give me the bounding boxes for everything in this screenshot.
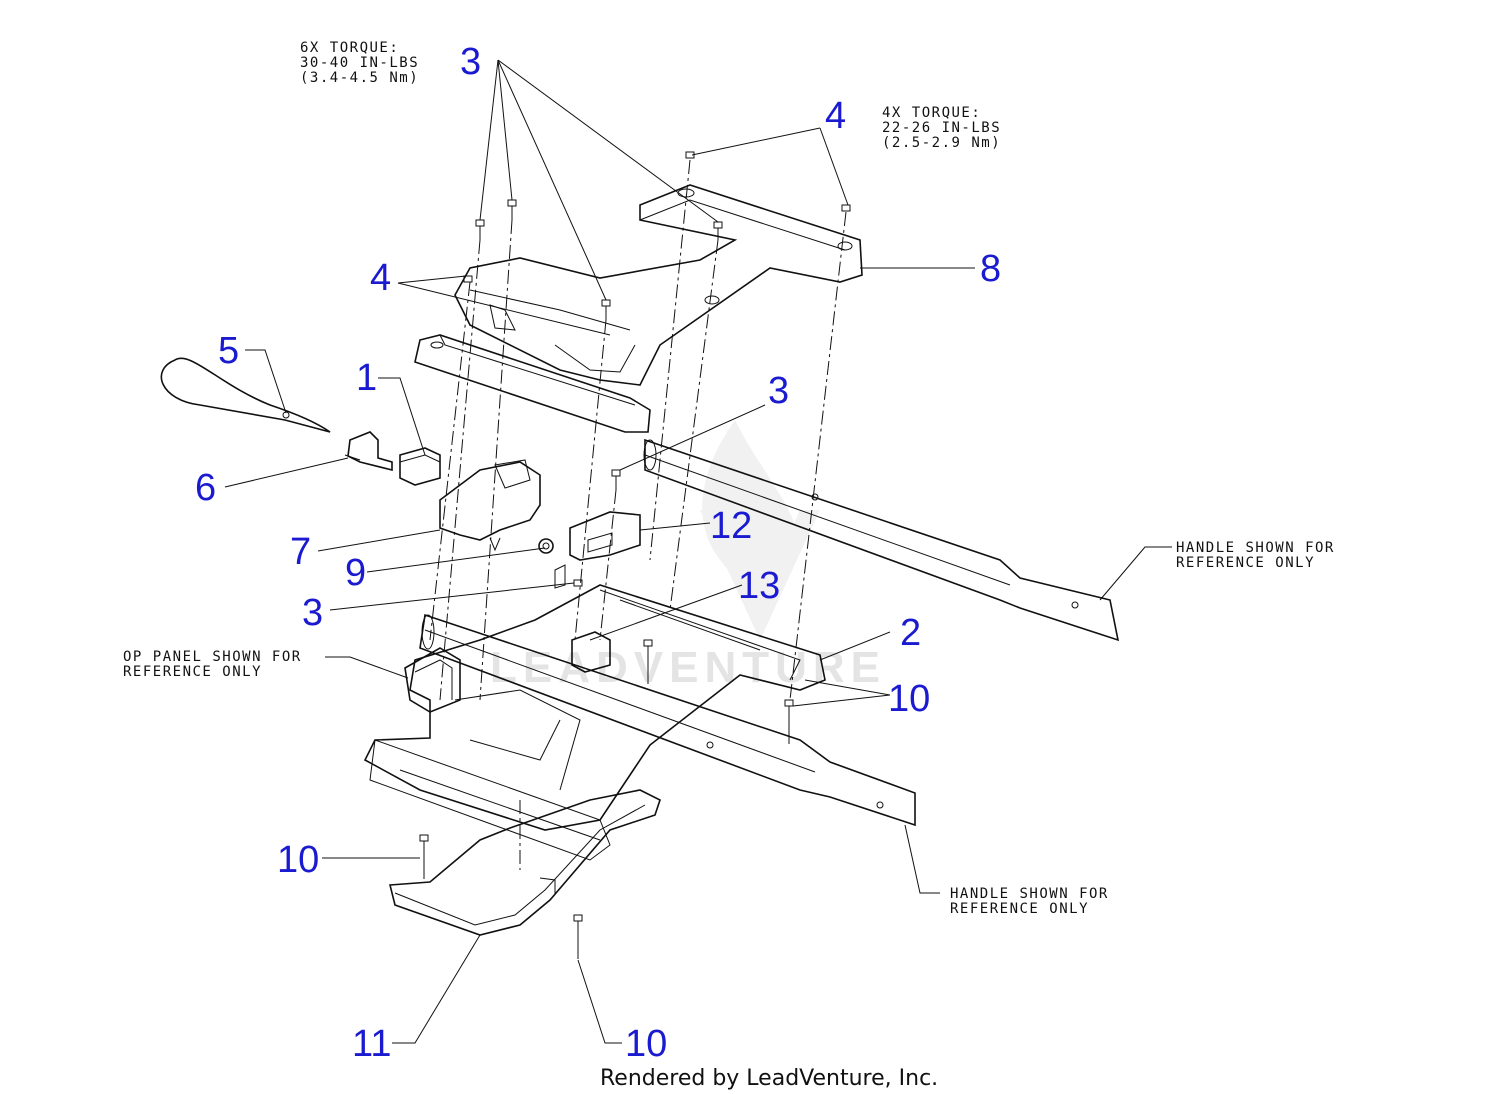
note-line: 4X TORQUE: — [882, 105, 981, 121]
note-line: (3.4-4.5 Nm) — [300, 70, 419, 86]
callout-10: 10 — [625, 1023, 667, 1065]
callout-9: 9 — [345, 552, 366, 594]
note-op-panel: OP PANEL SHOWN FOR REFERENCE ONLY — [123, 649, 302, 680]
note-line: (2.5-2.9 Nm) — [882, 135, 1001, 151]
note-line: REFERENCE ONLY — [1176, 555, 1315, 571]
callout-numbers: 3 4 4 8 5 1 3 6 12 7 9 3 13 2 10 10 11 1… — [195, 41, 1001, 1065]
safety-key-lanyard — [160, 357, 331, 433]
watermark-text: LEADVENTURE — [490, 643, 886, 692]
upper-handle — [643, 438, 1120, 642]
callout-11: 11 — [352, 1023, 391, 1065]
console-trim-piece — [414, 334, 651, 433]
note-line: 22-26 IN-LBS — [882, 120, 1001, 136]
callout-6: 6 — [195, 467, 216, 509]
callout-13: 13 — [738, 565, 780, 607]
callout-10: 10 — [888, 678, 930, 720]
credit-line: Rendered by LeadVenture, Inc. — [600, 1066, 938, 1091]
callout-5: 5 — [218, 330, 239, 372]
callout-10: 10 — [277, 839, 319, 881]
callout-3: 3 — [460, 41, 481, 83]
upper-console-cover — [454, 184, 863, 386]
wire-clip — [538, 538, 554, 554]
callout-3: 3 — [768, 370, 789, 412]
torque-note-4x: 4X TORQUE: 22-26 IN-LBS (2.5-2.9 Nm) — [882, 105, 1001, 151]
callout-4: 4 — [825, 95, 846, 137]
safety-key — [344, 431, 393, 472]
assembly-centerlines — [429, 159, 847, 870]
note-line: 6X TORQUE: — [300, 40, 399, 56]
note-line: 30-40 IN-LBS — [300, 55, 419, 71]
callout-8: 8 — [980, 248, 1001, 290]
note-line: REFERENCE ONLY — [950, 901, 1089, 917]
op-panel-reference — [404, 647, 461, 713]
switch-module — [571, 631, 611, 673]
mount-bracket — [554, 511, 641, 589]
callout-7: 7 — [290, 531, 311, 573]
note-line: REFERENCE ONLY — [123, 664, 262, 680]
torque-note-6x: 6X TORQUE: 30-40 IN-LBS (3.4-4.5 Nm) — [300, 40, 419, 86]
switch-bracket — [439, 459, 541, 552]
note-handle-bottom: HANDLE SHOWN FOR REFERENCE ONLY — [950, 886, 1109, 917]
leader-lines — [224, 59, 1172, 1044]
fasteners — [419, 151, 851, 959]
callout-2: 2 — [900, 612, 921, 654]
callout-1: 1 — [356, 357, 377, 399]
key-switch — [399, 447, 441, 486]
note-line: HANDLE SHOWN FOR — [950, 886, 1109, 902]
note-line: HANDLE SHOWN FOR — [1176, 540, 1335, 556]
note-line: OP PANEL SHOWN FOR — [123, 649, 302, 665]
bail-handle — [388, 789, 661, 936]
callout-3: 3 — [302, 592, 323, 634]
lower-handle — [419, 613, 916, 827]
base-housing — [363, 584, 826, 861]
callout-12: 12 — [710, 505, 752, 547]
callout-4: 4 — [370, 257, 391, 299]
note-handle-right: HANDLE SHOWN FOR REFERENCE ONLY — [1176, 540, 1335, 571]
